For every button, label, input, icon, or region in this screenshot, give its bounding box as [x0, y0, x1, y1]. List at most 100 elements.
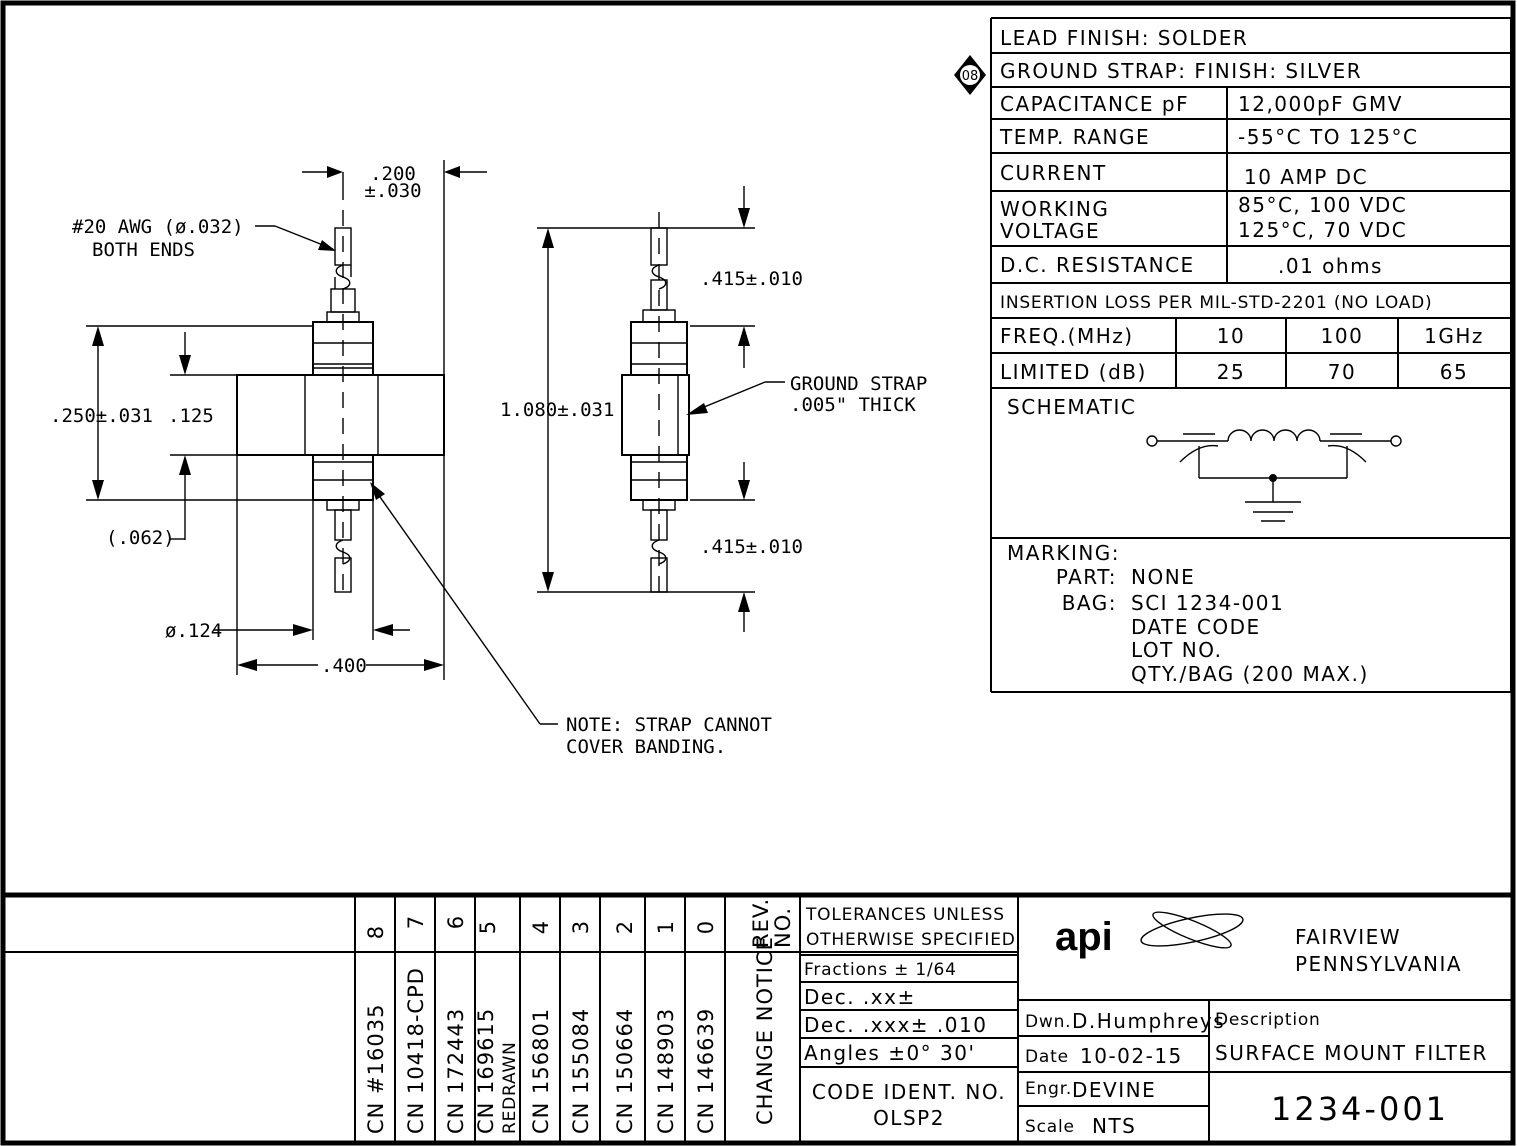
marking-title: MARKING: [1007, 541, 1120, 565]
marking-bag-line: LOT NO. [1131, 638, 1223, 662]
tolerance-angles: Angles ±0° 30' [804, 1041, 975, 1065]
limited-value: 25 [1217, 360, 1245, 384]
drawn-by-value: D.Humphreys [1072, 1009, 1225, 1033]
redrawn-label: REDRAWN [500, 1041, 520, 1134]
capacitance-label: CAPACITANCE pF [1000, 92, 1189, 116]
scale-label: Scale [1025, 1117, 1075, 1137]
change-notice-label: CHANGE NOTICE [753, 936, 777, 1125]
drawn-by-label: Dwn. [1025, 1012, 1071, 1032]
change-notice: CN 169615 [474, 1008, 498, 1134]
dim-body-length: .250±.031 [50, 405, 153, 427]
rev-no-label: NO. [771, 907, 795, 948]
rev-number: 2 [613, 920, 637, 934]
dim-strap-length: .400 [321, 655, 367, 677]
capacitance-value: 12,000pF GMV [1238, 92, 1403, 116]
scale-value: NTS [1092, 1114, 1136, 1138]
description-value: SURFACE MOUNT FILTER [1215, 1041, 1488, 1065]
rev-no-label: REV. [749, 898, 773, 948]
limited-value: 70 [1328, 360, 1356, 384]
rev-number: 4 [529, 920, 553, 934]
dim-upper-lead: .415±.010 [700, 268, 803, 290]
company-logo: api [1055, 915, 1113, 959]
rev-number: 5 [476, 920, 500, 934]
dim-overall-length: 1.080±.031 [500, 399, 614, 421]
front-ground-strap [621, 374, 690, 456]
marking-bag-label: BAG: [1062, 591, 1117, 615]
company-state: PENNSYLVANIA [1295, 952, 1462, 976]
part-number: 1234-001 [1271, 1090, 1449, 1128]
dc-resistance-label: D.C. RESISTANCE [1000, 253, 1195, 277]
rev-number: 0 [694, 920, 718, 934]
side-view: .200 ±.030 #20 AWG (ø.032) BOTH ENDS .25… [50, 160, 772, 758]
marking-bag-line: DATE CODE [1131, 615, 1261, 639]
tolerance-fractions: Fractions ± 1/64 [804, 960, 957, 980]
awg-note: #20 AWG (ø.032) [72, 216, 244, 238]
change-notice: CN 10418-CPD [404, 967, 428, 1134]
title-block: 8 7 6 5 4 3 2 1 0 CN #16035 CN 10418-CPD… [3, 892, 1513, 1143]
date-label: Date [1025, 1047, 1069, 1067]
dim-lower-lead: .415±.010 [700, 536, 803, 558]
engineer-value: DEVINE [1072, 1078, 1156, 1102]
note-line-2: COVER BANDING. [566, 736, 726, 758]
ground-strap [236, 374, 445, 456]
date-value: 10-02-15 [1080, 1044, 1183, 1068]
freq-value: 1GHz [1424, 324, 1484, 348]
dim-banding: (.062) [106, 527, 175, 549]
current-value: 10 AMP DC [1244, 165, 1368, 189]
tolerance-title: TOLERANCES UNLESS [805, 905, 1005, 925]
working-voltage-label-2: VOLTAGE [1000, 219, 1100, 243]
change-notice: CN 156801 [529, 1008, 553, 1134]
orbit-logo-icon [1140, 911, 1244, 949]
filter-schematic [1146, 429, 1402, 522]
schematic-label: SCHEMATIC [1007, 395, 1136, 419]
note-line-1: NOTE: STRAP CANNOT [566, 714, 772, 736]
dim-diameter: ø.124 [165, 620, 222, 642]
working-voltage-label-1: WORKING [1000, 197, 1109, 221]
rev-number: 1 [654, 920, 678, 934]
freq-value: 10 [1217, 324, 1245, 348]
change-notice: CN 150664 [613, 1008, 637, 1134]
revision-flag-label: 08 [962, 69, 979, 84]
insertion-loss: INSERTION LOSS PER MIL-STD-2201 (NO LOAD… [1000, 293, 1432, 313]
rev-number: 8 [364, 925, 388, 939]
marking-part-value: NONE [1131, 565, 1195, 589]
ground-strap-note: GROUND STRAP [790, 373, 927, 395]
awg-note-2: BOTH ENDS [92, 239, 195, 261]
working-voltage-value-2: 125°C, 70 VDC [1238, 218, 1407, 242]
ground-strap-thickness: .005" THICK [790, 394, 916, 416]
change-notice: CN 155084 [569, 1008, 593, 1134]
tolerance-title: OTHERWISE SPECIFIED [806, 930, 1016, 950]
marking-bag-line: QTY./BAG (200 MAX.) [1131, 662, 1369, 686]
freq-label: FREQ.(MHz) [1000, 324, 1134, 348]
change-notice: CN 148903 [654, 1008, 678, 1134]
change-notice: CN 146639 [694, 1008, 718, 1134]
limited-value: 65 [1440, 360, 1468, 384]
rev-number: 7 [404, 915, 428, 929]
dim-lead-tolerance: ±.030 [364, 180, 421, 202]
freq-value: 100 [1321, 324, 1364, 348]
engineer-label: Engr. [1025, 1079, 1072, 1099]
temp-range-label: TEMP. RANGE [999, 125, 1150, 149]
change-notice: CN #16035 [364, 1004, 388, 1134]
tolerance-dec-xxx: Dec. .xxx± .010 [804, 1013, 987, 1037]
dim-strap-width: .125 [168, 405, 214, 427]
rev-number: 3 [569, 920, 593, 934]
tolerance-dec-xx: Dec. .xx± [804, 985, 916, 1009]
lead-finish: LEAD FINISH: SOLDER [1000, 26, 1248, 50]
dim-lead-length: .200 [370, 163, 416, 185]
change-notice: CN 172443 [444, 1008, 468, 1134]
description-label: Description [1215, 1010, 1321, 1030]
temp-range-value: -55°C TO 125°C [1238, 125, 1418, 149]
code-ident-label: CODE IDENT. NO. [812, 1080, 1006, 1104]
working-voltage-value-1: 85°C, 100 VDC [1238, 193, 1407, 217]
marking-part-label: PART: [1056, 565, 1117, 589]
dc-resistance-value: .01 ohms [1278, 254, 1383, 278]
limited-label: LIMITED (dB) [1000, 360, 1147, 384]
ground-strap-finish: GROUND STRAP: FINISH: SILVER [1000, 59, 1362, 83]
company-city: FAIRVIEW [1295, 925, 1401, 949]
code-ident-value: OLSP2 [873, 1106, 945, 1130]
front-view: 1.080±.031 .415±.010 .415±.010 GROUND ST… [500, 186, 927, 632]
rev-number: 6 [444, 915, 468, 929]
